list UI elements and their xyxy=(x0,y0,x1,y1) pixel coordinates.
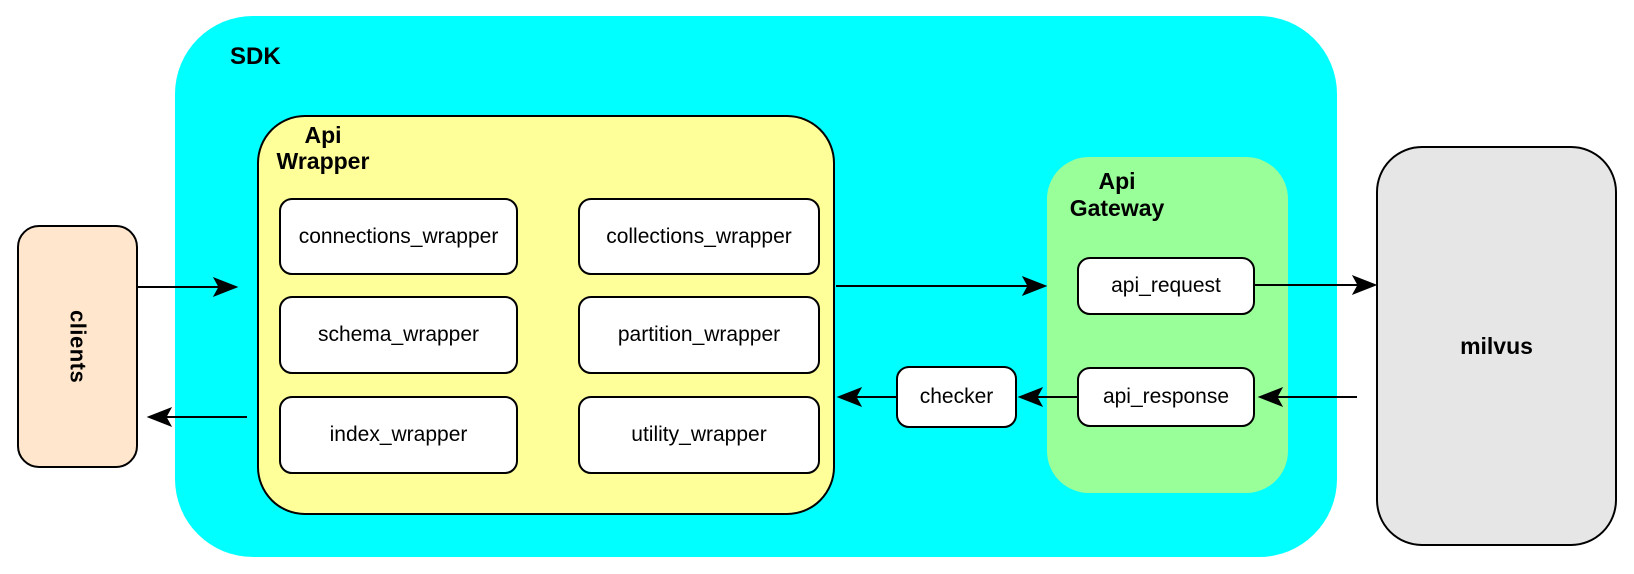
node-utility-wrapper: utility_wrapper xyxy=(578,396,820,474)
sdk-label: SDK xyxy=(230,43,281,70)
node-partition-wrapper-label: partition_wrapper xyxy=(617,323,781,346)
api-gateway-label-line1: Api xyxy=(1098,168,1136,194)
node-collections-wrapper-label: collections_wrapper xyxy=(606,224,792,248)
node-schema-wrapper: schema_wrapper xyxy=(279,296,518,374)
node-connections-wrapper-label: connections_wrapper xyxy=(298,224,499,248)
node-api-response-label: api_response xyxy=(1102,385,1230,408)
node-index-wrapper: index_wrapper xyxy=(279,396,518,474)
node-utility-wrapper-label: utility_wrapper xyxy=(631,423,767,446)
node-checker-label: checker xyxy=(919,385,994,408)
node-collections-wrapper: collections_wrapper xyxy=(578,198,820,275)
node-clients-label: clients xyxy=(65,309,91,384)
api-gateway-container: Api Gateway api_request api_response xyxy=(1047,157,1288,493)
node-checker: checker xyxy=(896,366,1017,428)
node-milvus-label: milvus xyxy=(1460,332,1533,359)
api-wrapper-label-line1: Api xyxy=(304,122,342,148)
api-gateway-label-line2: Gateway xyxy=(1069,195,1165,221)
node-api-request: api_request xyxy=(1077,257,1255,315)
node-api-request-label: api_request xyxy=(1111,274,1221,297)
node-api-response: api_response xyxy=(1077,367,1255,427)
api-wrapper-label: Api Wrapper xyxy=(259,122,387,174)
node-index-wrapper-label: index_wrapper xyxy=(329,423,468,446)
node-clients: clients xyxy=(17,225,138,468)
node-partition-wrapper: partition_wrapper xyxy=(578,296,820,374)
node-milvus: milvus xyxy=(1376,146,1617,546)
api-wrapper-label-line2: Wrapper xyxy=(276,148,370,174)
node-connections-wrapper: connections_wrapper xyxy=(279,198,518,275)
api-gateway-label: Api Gateway xyxy=(1047,168,1187,222)
api-wrapper-container: Api Wrapper connections_wrapper collecti… xyxy=(257,115,835,515)
node-schema-wrapper-label: schema_wrapper xyxy=(317,323,480,346)
